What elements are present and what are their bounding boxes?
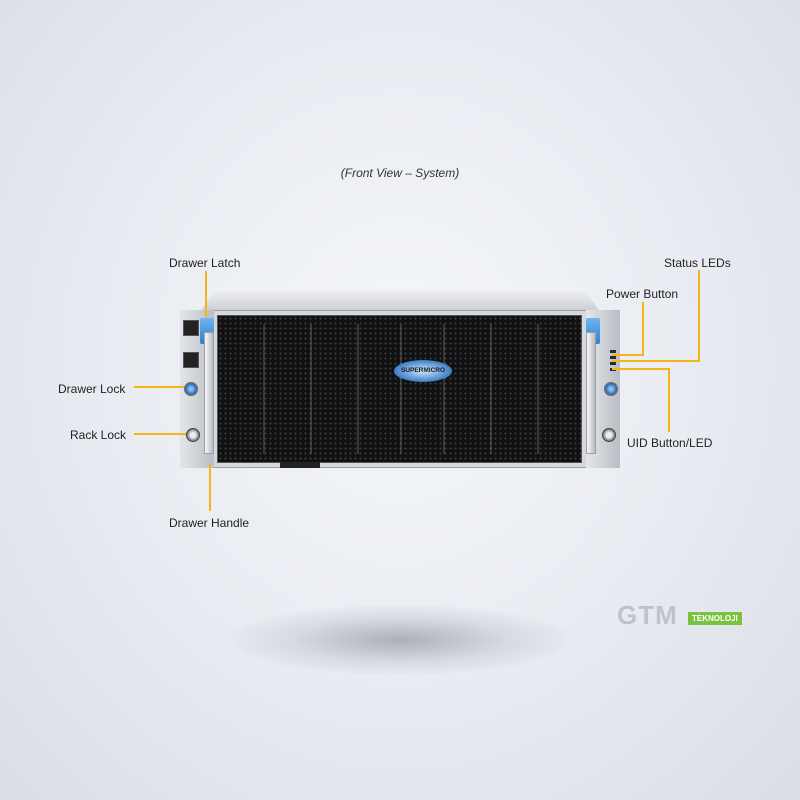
drive-bay-divider — [400, 324, 402, 454]
status-leds-leader-vert — [698, 270, 700, 362]
rack-lock-left[interactable] — [186, 428, 200, 442]
uid-button-led-label: UID Button/LED — [627, 436, 713, 450]
supermicro-logo: SUPERMICRO — [394, 360, 452, 382]
drive-bay-divider — [263, 324, 265, 454]
rack-lock-leader — [134, 433, 186, 435]
drive-bay-divider — [443, 324, 445, 454]
front-drive-grille — [217, 315, 582, 463]
power-button-leader-vert — [642, 302, 644, 356]
drive-bay-divider — [490, 324, 492, 454]
drive-bay-divider — [310, 324, 312, 454]
drawer-handle-label: Drawer Handle — [169, 516, 250, 530]
chassis-top-panel — [200, 288, 600, 312]
drive-bay-divider — [357, 324, 359, 454]
chassis-foot — [280, 462, 320, 468]
teknoloji-tag: TEKNOLOJI — [688, 612, 742, 625]
gtm-watermark-logo: GTM — [617, 600, 678, 630]
left-port-square-top — [183, 320, 199, 336]
power-button-leader-horiz — [612, 354, 644, 356]
power-button-label: Power Button — [606, 287, 679, 301]
status-leds-label: Status LEDs — [664, 256, 731, 270]
drawer-latch-leader — [205, 271, 207, 317]
drawer-lock-right[interactable] — [604, 382, 618, 396]
left-port-square-bottom — [183, 352, 199, 368]
server-front-view: SUPERMICRO — [180, 288, 620, 468]
drawer-handle-right[interactable] — [586, 332, 596, 454]
drive-bay-divider — [537, 324, 539, 454]
drawer-handle-left[interactable] — [204, 332, 214, 454]
drawer-handle-leader — [209, 464, 211, 511]
drawer-lock-leader — [134, 386, 184, 388]
status-led-2 — [610, 356, 616, 359]
drawer-lock-label: Drawer Lock — [58, 382, 126, 396]
rack-lock-right[interactable] — [602, 428, 616, 442]
drawer-latch-label: Drawer Latch — [169, 256, 241, 270]
uid-leader-vert — [668, 368, 670, 432]
figure-caption: (Front View – System) — [340, 166, 460, 180]
uid-leader-horiz — [612, 368, 670, 370]
status-leds-leader-horiz — [612, 360, 700, 362]
floor-shadow — [230, 605, 570, 675]
rack-lock-label: Rack Lock — [70, 428, 127, 442]
drawer-lock-left[interactable] — [184, 382, 198, 396]
power-button[interactable] — [610, 362, 616, 365]
status-led-1 — [610, 350, 616, 353]
